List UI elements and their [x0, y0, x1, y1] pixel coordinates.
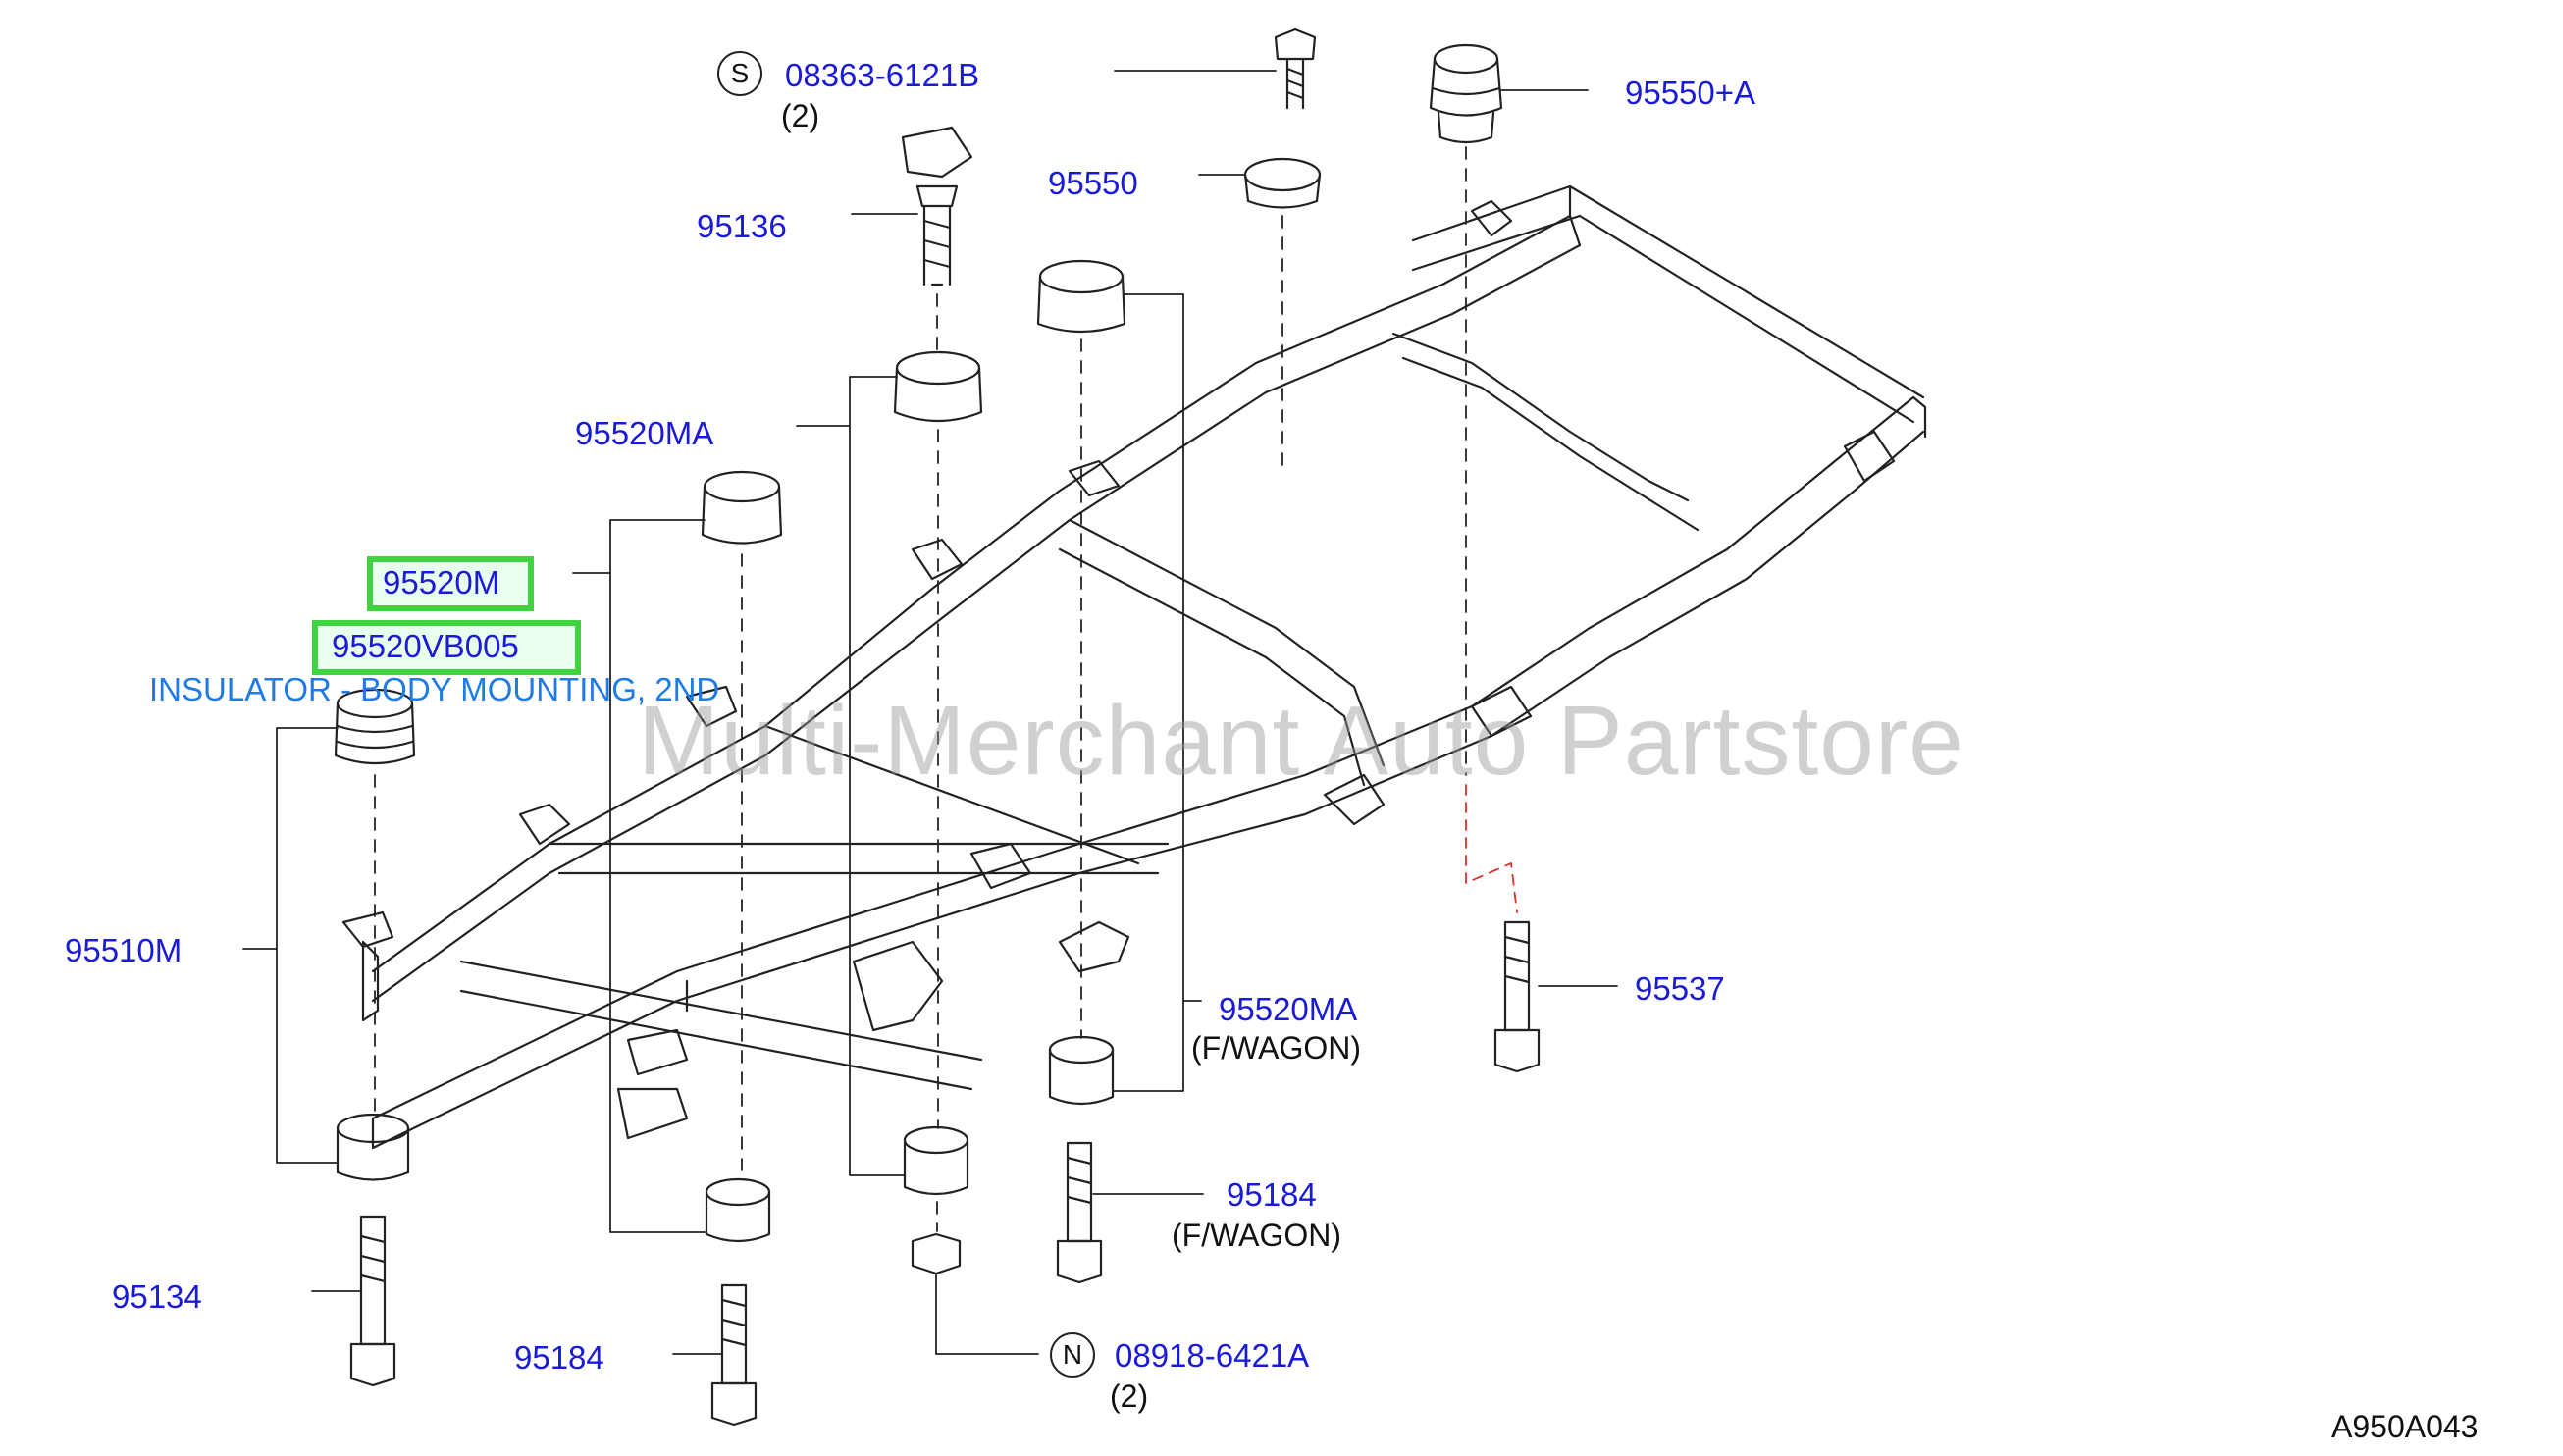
leader-lines [242, 70, 1618, 1355]
insulator-95520ma-lower-right [1048, 1035, 1115, 1106]
nut-08918 [911, 1232, 962, 1275]
bolt-95184-left [710, 1283, 758, 1427]
note-95184-fwagon: (F/WAGON) [1172, 1218, 1341, 1253]
vehicle-frame [341, 184, 1927, 1150]
qty-08363: (2) [781, 98, 820, 133]
insulator-95520m [701, 470, 783, 545]
part-description: INSULATOR - BODY MOUNTING, 2ND [149, 671, 720, 707]
insulator-95510m-upper [334, 688, 416, 765]
red-break-line [1465, 784, 1518, 913]
insulator-95520ma-upper-right [1036, 259, 1126, 334]
label-95550[interactable]: 95550 [1048, 165, 1138, 201]
highlight-95520m[interactable] [367, 556, 534, 611]
label-95520ma-top[interactable]: 95520MA [575, 415, 714, 451]
label-95550a[interactable]: 95550+A [1625, 75, 1756, 111]
label-95184-right[interactable]: 95184 [1227, 1176, 1317, 1213]
label-95136[interactable]: 95136 [697, 208, 787, 244]
label-08363-6121b[interactable]: 08363-6121B [785, 57, 980, 93]
label-95537[interactable]: 95537 [1635, 970, 1725, 1007]
insulator-95550 [1243, 157, 1322, 209]
label-95520ma-bottom[interactable]: 95520MA [1219, 991, 1358, 1027]
insulator-95510m-lower [336, 1113, 410, 1181]
symbol-s-circle: S [717, 51, 762, 96]
qty-08918: (2) [1110, 1378, 1149, 1414]
insulator-95520m-lower [705, 1177, 771, 1243]
highlight-95520vb005[interactable] [312, 620, 581, 675]
label-95520vb005[interactable]: 95520VB005 [332, 628, 519, 664]
diagram-code: A950A043 [2331, 1409, 2479, 1444]
label-95510m[interactable]: 95510M [65, 932, 183, 968]
insulator-95520ma-upper-left [893, 350, 983, 423]
assembly-centerlines [374, 146, 1467, 1232]
bolt-95136 [901, 126, 973, 286]
bolt-95134 [349, 1215, 396, 1387]
insulator-95550a [1429, 43, 1503, 144]
watermark-text: Multi-Merchant Auto Partstore [638, 686, 1964, 796]
label-08918-6421a[interactable]: 08918-6421A [1115, 1337, 1310, 1374]
note-95520ma-fwagon: (F/WAGON) [1191, 1030, 1361, 1066]
bolt-08363 [1274, 27, 1317, 110]
symbol-n-circle: N [1050, 1332, 1095, 1378]
bolt-95184-right [1056, 1141, 1103, 1284]
label-95184-left[interactable]: 95184 [514, 1339, 604, 1376]
label-95520m[interactable]: 95520M [383, 564, 500, 600]
insulator-95520ma-lower-left [903, 1125, 969, 1196]
label-95134[interactable]: 95134 [112, 1278, 202, 1315]
bolt-95537 [1493, 920, 1541, 1073]
